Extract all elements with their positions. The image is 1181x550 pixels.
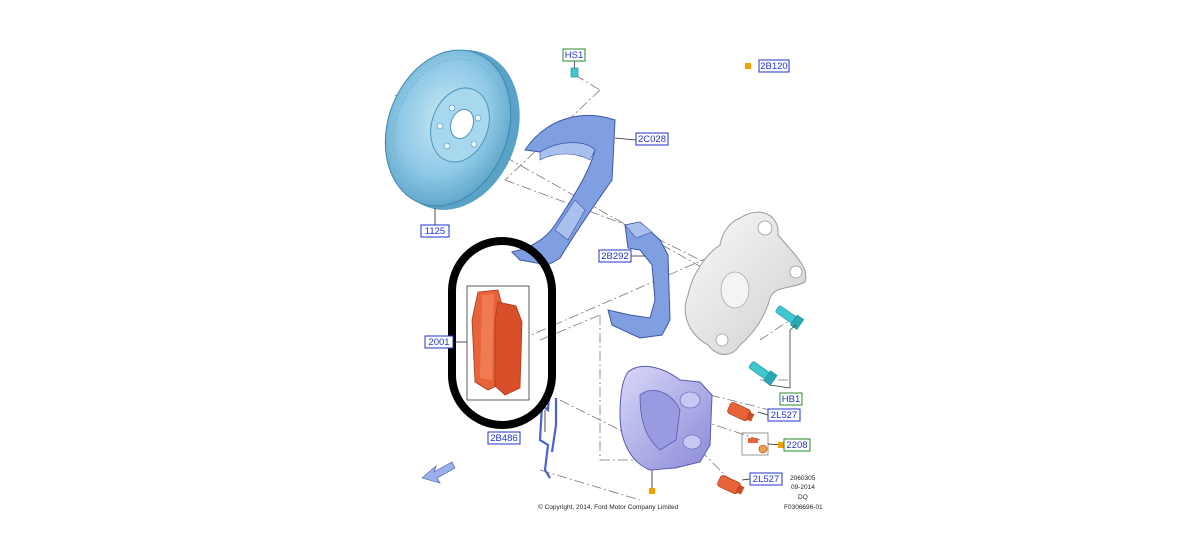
callout-label: HS1 xyxy=(565,50,583,61)
callout-2l527-lower[interactable]: 2L527 xyxy=(749,472,783,486)
callout-label: 2B292 xyxy=(601,251,628,262)
brake-caliper xyxy=(619,365,713,471)
stamp-initials: DQ xyxy=(798,494,808,501)
figure-number: F0306696-01 xyxy=(784,504,823,511)
callout-hs1[interactable]: HS1 xyxy=(562,48,586,62)
bolts-hb1 xyxy=(748,305,805,389)
reference-marker xyxy=(745,63,751,69)
brake-pad-set xyxy=(466,285,530,401)
callout-2c028[interactable]: 2C028 xyxy=(635,132,669,146)
callout-label: 2B486 xyxy=(490,433,517,444)
callout-label: 2B120 xyxy=(760,61,787,72)
callout-label: 2L527 xyxy=(753,474,779,485)
brake-disc xyxy=(384,49,520,210)
stamp-date: 09-2014 xyxy=(791,484,815,491)
callout-2b292[interactable]: 2B292 xyxy=(598,249,632,263)
highlight-ring xyxy=(448,237,556,429)
callout-2b120[interactable]: 2B120 xyxy=(758,59,790,73)
reference-marker xyxy=(649,488,655,494)
copyright-notice: © Copyright, 2014, Ford Motor Company Li… xyxy=(538,504,679,511)
callout-2208[interactable]: 2208 xyxy=(783,438,811,452)
callout-label: 1125 xyxy=(425,226,445,237)
callout-hb1[interactable]: HB1 xyxy=(779,392,803,406)
reference-marker xyxy=(778,442,784,448)
caliper-bracket xyxy=(607,221,671,339)
direction-arrow-icon xyxy=(421,461,456,484)
callout-label: 2208 xyxy=(786,440,807,451)
steering-knuckle xyxy=(684,211,807,355)
callout-1125[interactable]: 1125 xyxy=(420,224,450,238)
callout-label: 2L527 xyxy=(771,410,797,421)
bleed-screw-kit xyxy=(741,432,769,456)
stamp-code: 2060305 xyxy=(790,475,816,482)
pad-spring-clip xyxy=(538,379,558,479)
callout-2l527-upper[interactable]: 2L527 xyxy=(767,408,801,422)
dust-shield xyxy=(511,114,616,266)
callout-label: HB1 xyxy=(782,394,800,405)
callout-2b486[interactable]: 2B486 xyxy=(487,431,521,445)
callout-label: 2001 xyxy=(428,337,449,348)
callout-2001[interactable]: 2001 xyxy=(424,335,454,349)
bolt-hs1 xyxy=(570,61,579,78)
guide-pin-lower xyxy=(717,475,745,495)
callout-label: 2C028 xyxy=(638,134,666,145)
guide-pin-upper xyxy=(727,402,755,422)
